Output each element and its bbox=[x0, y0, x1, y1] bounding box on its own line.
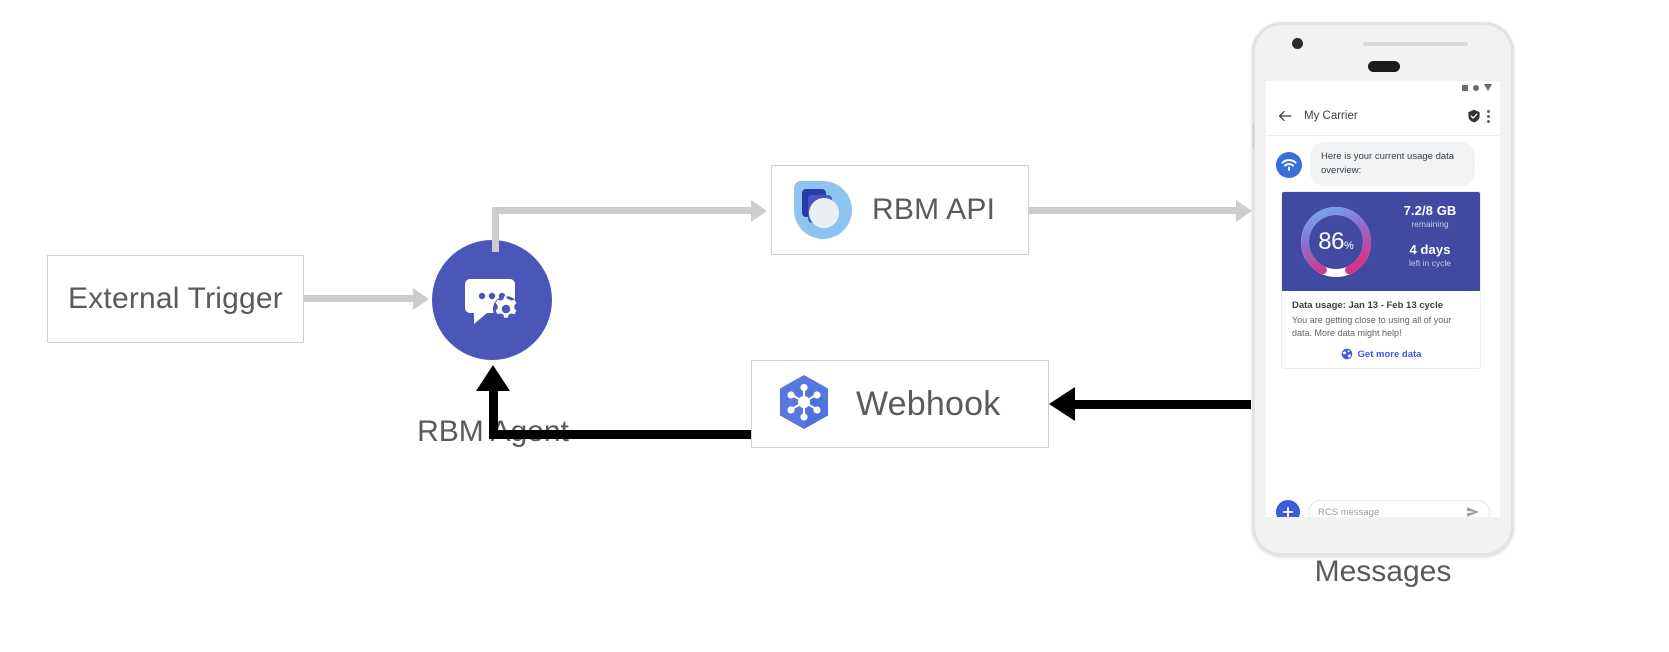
status-bar bbox=[1462, 84, 1492, 91]
dot-icon bbox=[1473, 84, 1479, 91]
signal-square-icon bbox=[1462, 84, 1468, 91]
overflow-menu-icon[interactable] bbox=[1487, 109, 1490, 123]
gauge-unit: % bbox=[1343, 240, 1354, 252]
stat-data-remaining-label: remaining bbox=[1411, 219, 1449, 229]
send-arrow-icon[interactable] bbox=[1466, 505, 1480, 517]
menu-dot bbox=[1487, 109, 1490, 113]
menu-dot bbox=[1487, 119, 1490, 123]
avatar bbox=[1276, 152, 1302, 178]
gauge-value: 86 bbox=[1318, 228, 1344, 255]
rcs-message-placeholder: RCS message bbox=[1318, 506, 1380, 518]
arrow-device-to-webhook bbox=[1049, 387, 1075, 421]
rbm-api-label: RBM API bbox=[872, 193, 996, 226]
connector-agent-to-api-vertical bbox=[492, 207, 499, 252]
connector-webhook-to-agent-vertical bbox=[489, 391, 498, 439]
rcs-message-input[interactable]: RCS message bbox=[1308, 500, 1490, 517]
card-hero-stats: 7.2/8 GB remaining 4 days left in cycle bbox=[1386, 203, 1474, 268]
arrow-api-to-device bbox=[1236, 200, 1252, 222]
rich-card[interactable]: 86 % 7.2/8 GB remaining 4 days left in c… bbox=[1281, 191, 1481, 370]
webhook-node[interactable]: Webhook bbox=[751, 360, 1049, 448]
cloud-functions-hexagon-icon bbox=[780, 375, 828, 429]
card-action-get-more-data[interactable]: Get more data bbox=[1292, 348, 1470, 360]
triangle-icon bbox=[1484, 84, 1492, 91]
arrow-trigger-to-agent bbox=[413, 288, 429, 310]
wifi-signal-icon bbox=[1281, 159, 1297, 171]
rbm-droplet-icon bbox=[794, 181, 852, 239]
connector-trigger-to-agent bbox=[304, 295, 414, 302]
message-bubble: Here is your current usage data overview… bbox=[1310, 142, 1475, 186]
earpiece-speaker bbox=[1368, 61, 1400, 72]
rbm-api-node[interactable]: RBM API bbox=[771, 165, 1029, 255]
globe-icon bbox=[1341, 348, 1352, 360]
device-caption: Messages bbox=[1314, 555, 1452, 588]
plus-icon bbox=[1282, 506, 1294, 517]
front-camera-icon bbox=[1292, 38, 1303, 49]
message-composer: RCS message bbox=[1266, 491, 1500, 517]
app-bar-title: My Carrier bbox=[1304, 110, 1358, 122]
card-description: You are getting close to using all of yo… bbox=[1292, 315, 1452, 339]
card-action-label: Get more data bbox=[1357, 348, 1422, 360]
phone-side-button[interactable] bbox=[1252, 125, 1255, 147]
gauge-center-label: 86 % bbox=[1296, 202, 1376, 282]
chat-gear-icon bbox=[465, 279, 519, 324]
earpiece-line bbox=[1363, 42, 1468, 46]
webhook-label: Webhook bbox=[856, 384, 1001, 423]
card-hero: 86 % 7.2/8 GB remaining 4 days left in c… bbox=[1282, 192, 1480, 291]
phone-screen: My Carrier bbox=[1266, 81, 1500, 517]
back-arrow-icon[interactable] bbox=[1278, 109, 1292, 123]
card-body: Data usage: Jan 13 - Feb 13 cycle You ar… bbox=[1282, 291, 1480, 368]
rbm-agent-node[interactable] bbox=[432, 240, 552, 360]
connector-api-to-device bbox=[1029, 207, 1241, 214]
card-title: Data usage: Jan 13 - Feb 13 cycle bbox=[1292, 300, 1444, 311]
stat-days-left-label: left in cycle bbox=[1408, 258, 1452, 268]
external-trigger-node[interactable]: External Trigger bbox=[47, 255, 304, 343]
verified-shield-icon bbox=[1467, 109, 1481, 123]
connector-agent-to-api-horizontal bbox=[492, 207, 752, 214]
stat-data-remaining-value: 7.2/8 GB bbox=[1403, 203, 1457, 218]
arrow-webhook-to-agent bbox=[476, 365, 510, 391]
connector-webhook-to-agent-horizontal bbox=[489, 430, 751, 439]
arrow-agent-to-api bbox=[751, 200, 767, 222]
menu-dot bbox=[1487, 114, 1490, 118]
connector-device-to-webhook bbox=[1075, 400, 1251, 409]
device-mockup: My Carrier bbox=[1252, 22, 1514, 556]
add-attachment-button[interactable] bbox=[1276, 500, 1300, 517]
usage-gauge-chart: 86 % bbox=[1296, 202, 1376, 282]
app-bar: My Carrier bbox=[1266, 97, 1500, 136]
stat-days-left-value: 4 days bbox=[1409, 242, 1451, 257]
external-trigger-label: External Trigger bbox=[68, 282, 283, 315]
